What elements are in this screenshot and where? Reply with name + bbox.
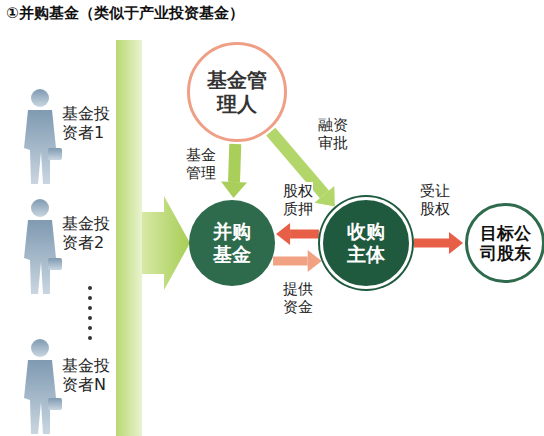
arrow-shaft [234, 144, 235, 182]
ellipsis-dots [88, 286, 92, 340]
node-text: 基金管理人 [207, 68, 267, 116]
investor-band [116, 40, 142, 436]
circle-node: 目标公司股东 [465, 203, 544, 283]
node-text: 并购基金 [213, 220, 251, 266]
flow-arrow [276, 223, 319, 245]
arrow-head [221, 182, 247, 198]
arrow-shaft [290, 230, 319, 239]
node-text: 目标公司股东 [480, 223, 531, 264]
investor-figures [24, 89, 62, 434]
edge-label: 提供资金 [283, 280, 313, 316]
edge-label: 基金管理 [186, 146, 216, 182]
circle-node: 并购基金 [189, 200, 275, 286]
flow-arrow [273, 250, 322, 272]
investor-label: 基金投资者2 [62, 214, 113, 252]
arrow-shaft [273, 257, 308, 266]
flow-arrow [414, 232, 463, 254]
investor-label: 基金投资者N [62, 356, 113, 394]
edge-label: 股权质押 [283, 182, 313, 218]
flow-arrow [221, 144, 247, 198]
edge-label: 受让股权 [420, 182, 450, 218]
circle-node: 收购主体 [320, 197, 412, 289]
diagram-title: ①并购基金（类似于产业投资基金） [6, 4, 244, 22]
circle-node: 基金管理人 [187, 42, 287, 142]
edge-label: 融资审批 [318, 116, 348, 152]
investor-silhouette [24, 89, 62, 184]
arrow-head [308, 250, 322, 272]
investor-arrow [142, 196, 190, 290]
arrow-shaft [414, 239, 449, 248]
investor-silhouette [24, 339, 62, 434]
node-text: 收购主体 [347, 220, 385, 266]
arrow-head [276, 223, 290, 245]
arrow-head [449, 232, 463, 254]
arrow-head [315, 186, 335, 207]
investor-label: 基金投资者1 [62, 104, 113, 142]
investor-silhouette [24, 199, 62, 294]
